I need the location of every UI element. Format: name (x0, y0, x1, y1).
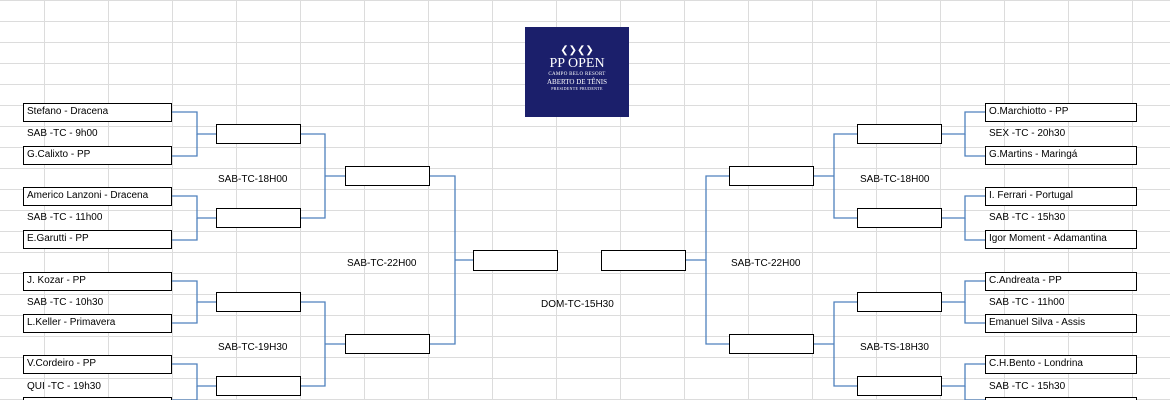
bracket-line (942, 280, 988, 303)
round2-slot[interactable] (216, 292, 301, 312)
player-cell[interactable]: G.Calixto - PP (23, 146, 172, 165)
bracket-line (942, 363, 988, 387)
match-schedule: SAB-TC-22H00 (731, 258, 801, 269)
logo-title: PP OPEN (549, 56, 605, 71)
player-cell[interactable] (985, 397, 1137, 400)
bracket-line (833, 133, 857, 219)
bracket-line (964, 302, 988, 324)
round2-slot[interactable] (216, 208, 301, 228)
match-schedule: SAB -TC - 10h30 (27, 297, 104, 308)
bracket-line (172, 218, 198, 241)
player-cell[interactable]: O.Marchiotto - PP (985, 103, 1137, 122)
logo-subtitle: CAMPO BELO RESORT (548, 72, 606, 77)
round2-slot[interactable] (857, 292, 942, 312)
match-schedule: SAB -TC - 15h30 (989, 381, 1066, 392)
bracket-line (833, 301, 857, 387)
semifinal-slot[interactable] (729, 166, 814, 186)
player-cell[interactable]: Emanuel Silva - Assis (985, 314, 1137, 333)
bracket-line (172, 386, 198, 400)
round2-slot[interactable] (216, 124, 301, 144)
match-schedule: SAB -TC - 9h00 (27, 128, 98, 139)
final-schedule: DOM-TC-15H30 (541, 299, 614, 310)
wings-emblem-icon: ❮❯❮❯ (560, 45, 594, 56)
bracket-line (964, 134, 988, 157)
bracket-line (172, 111, 216, 135)
player-cell[interactable]: C.Andreata - PP (985, 272, 1137, 291)
player-cell[interactable]: E.Garutti - PP (23, 230, 172, 249)
semifinal-slot[interactable] (345, 334, 430, 354)
match-schedule: SEX -TC - 20h30 (989, 128, 1066, 139)
final-slot[interactable] (601, 250, 686, 271)
final-slot[interactable] (473, 250, 558, 271)
match-schedule: SAB -TC - 11h00 (989, 297, 1065, 308)
bracket-line (942, 111, 988, 135)
player-cell[interactable]: Americo Lanzoni - Dracena (23, 187, 172, 206)
bracket-line (172, 195, 216, 219)
player-cell[interactable]: Igor Moment - Adamantina (985, 230, 1137, 249)
player-cell[interactable]: V.Cordeiro - PP (23, 355, 172, 374)
logo-city: PRESIDENTE PRUDENTE (551, 86, 603, 91)
bracket-line (301, 301, 326, 387)
player-cell[interactable]: I. Ferrari - Portugal (985, 187, 1137, 206)
match-schedule: QUI -TC - 19h30 (27, 381, 101, 392)
bracket-line (430, 175, 456, 345)
round2-slot[interactable] (857, 208, 942, 228)
player-cell[interactable] (23, 397, 172, 400)
bracket-line (172, 363, 216, 387)
player-cell[interactable]: C.H.Bento - Londrina (985, 355, 1137, 374)
match-schedule: SAB-TC-18H00 (218, 174, 288, 185)
bracket-line (964, 386, 988, 400)
player-cell[interactable]: L.Keller - Primavera (23, 314, 172, 333)
player-cell[interactable]: G.Martins - Maringá (985, 146, 1137, 165)
match-schedule: SAB-TC-19H30 (218, 342, 288, 353)
match-schedule: SAB -TC - 11h00 (27, 212, 103, 223)
semifinal-slot[interactable] (345, 166, 430, 186)
round2-slot[interactable] (216, 376, 301, 396)
match-schedule: SAB-TC-22H00 (347, 258, 417, 269)
bracket-line (172, 302, 198, 324)
bracket-line (172, 280, 216, 303)
round2-slot[interactable] (857, 124, 942, 144)
bracket-line (942, 195, 988, 219)
bracket-line (301, 133, 326, 219)
logo-tagline: ABERTO DE TÊNIS (547, 78, 607, 86)
match-schedule: SAB -TC - 15h30 (989, 212, 1066, 223)
bracket-line (705, 175, 729, 345)
pp-open-logo: ❮❯❮❯ PP OPEN CAMPO BELO RESORT ABERTO DE… (525, 27, 629, 117)
semifinal-slot[interactable] (729, 334, 814, 354)
match-schedule: SAB-TS-18H30 (860, 342, 929, 353)
bracket-line (172, 134, 198, 157)
player-cell[interactable]: Stefano - Dracena (23, 103, 172, 122)
bracket-line (964, 218, 988, 241)
match-schedule: SAB-TC-18H00 (860, 174, 930, 185)
player-cell[interactable]: J. Kozar - PP (23, 272, 172, 291)
round2-slot[interactable] (857, 376, 942, 396)
